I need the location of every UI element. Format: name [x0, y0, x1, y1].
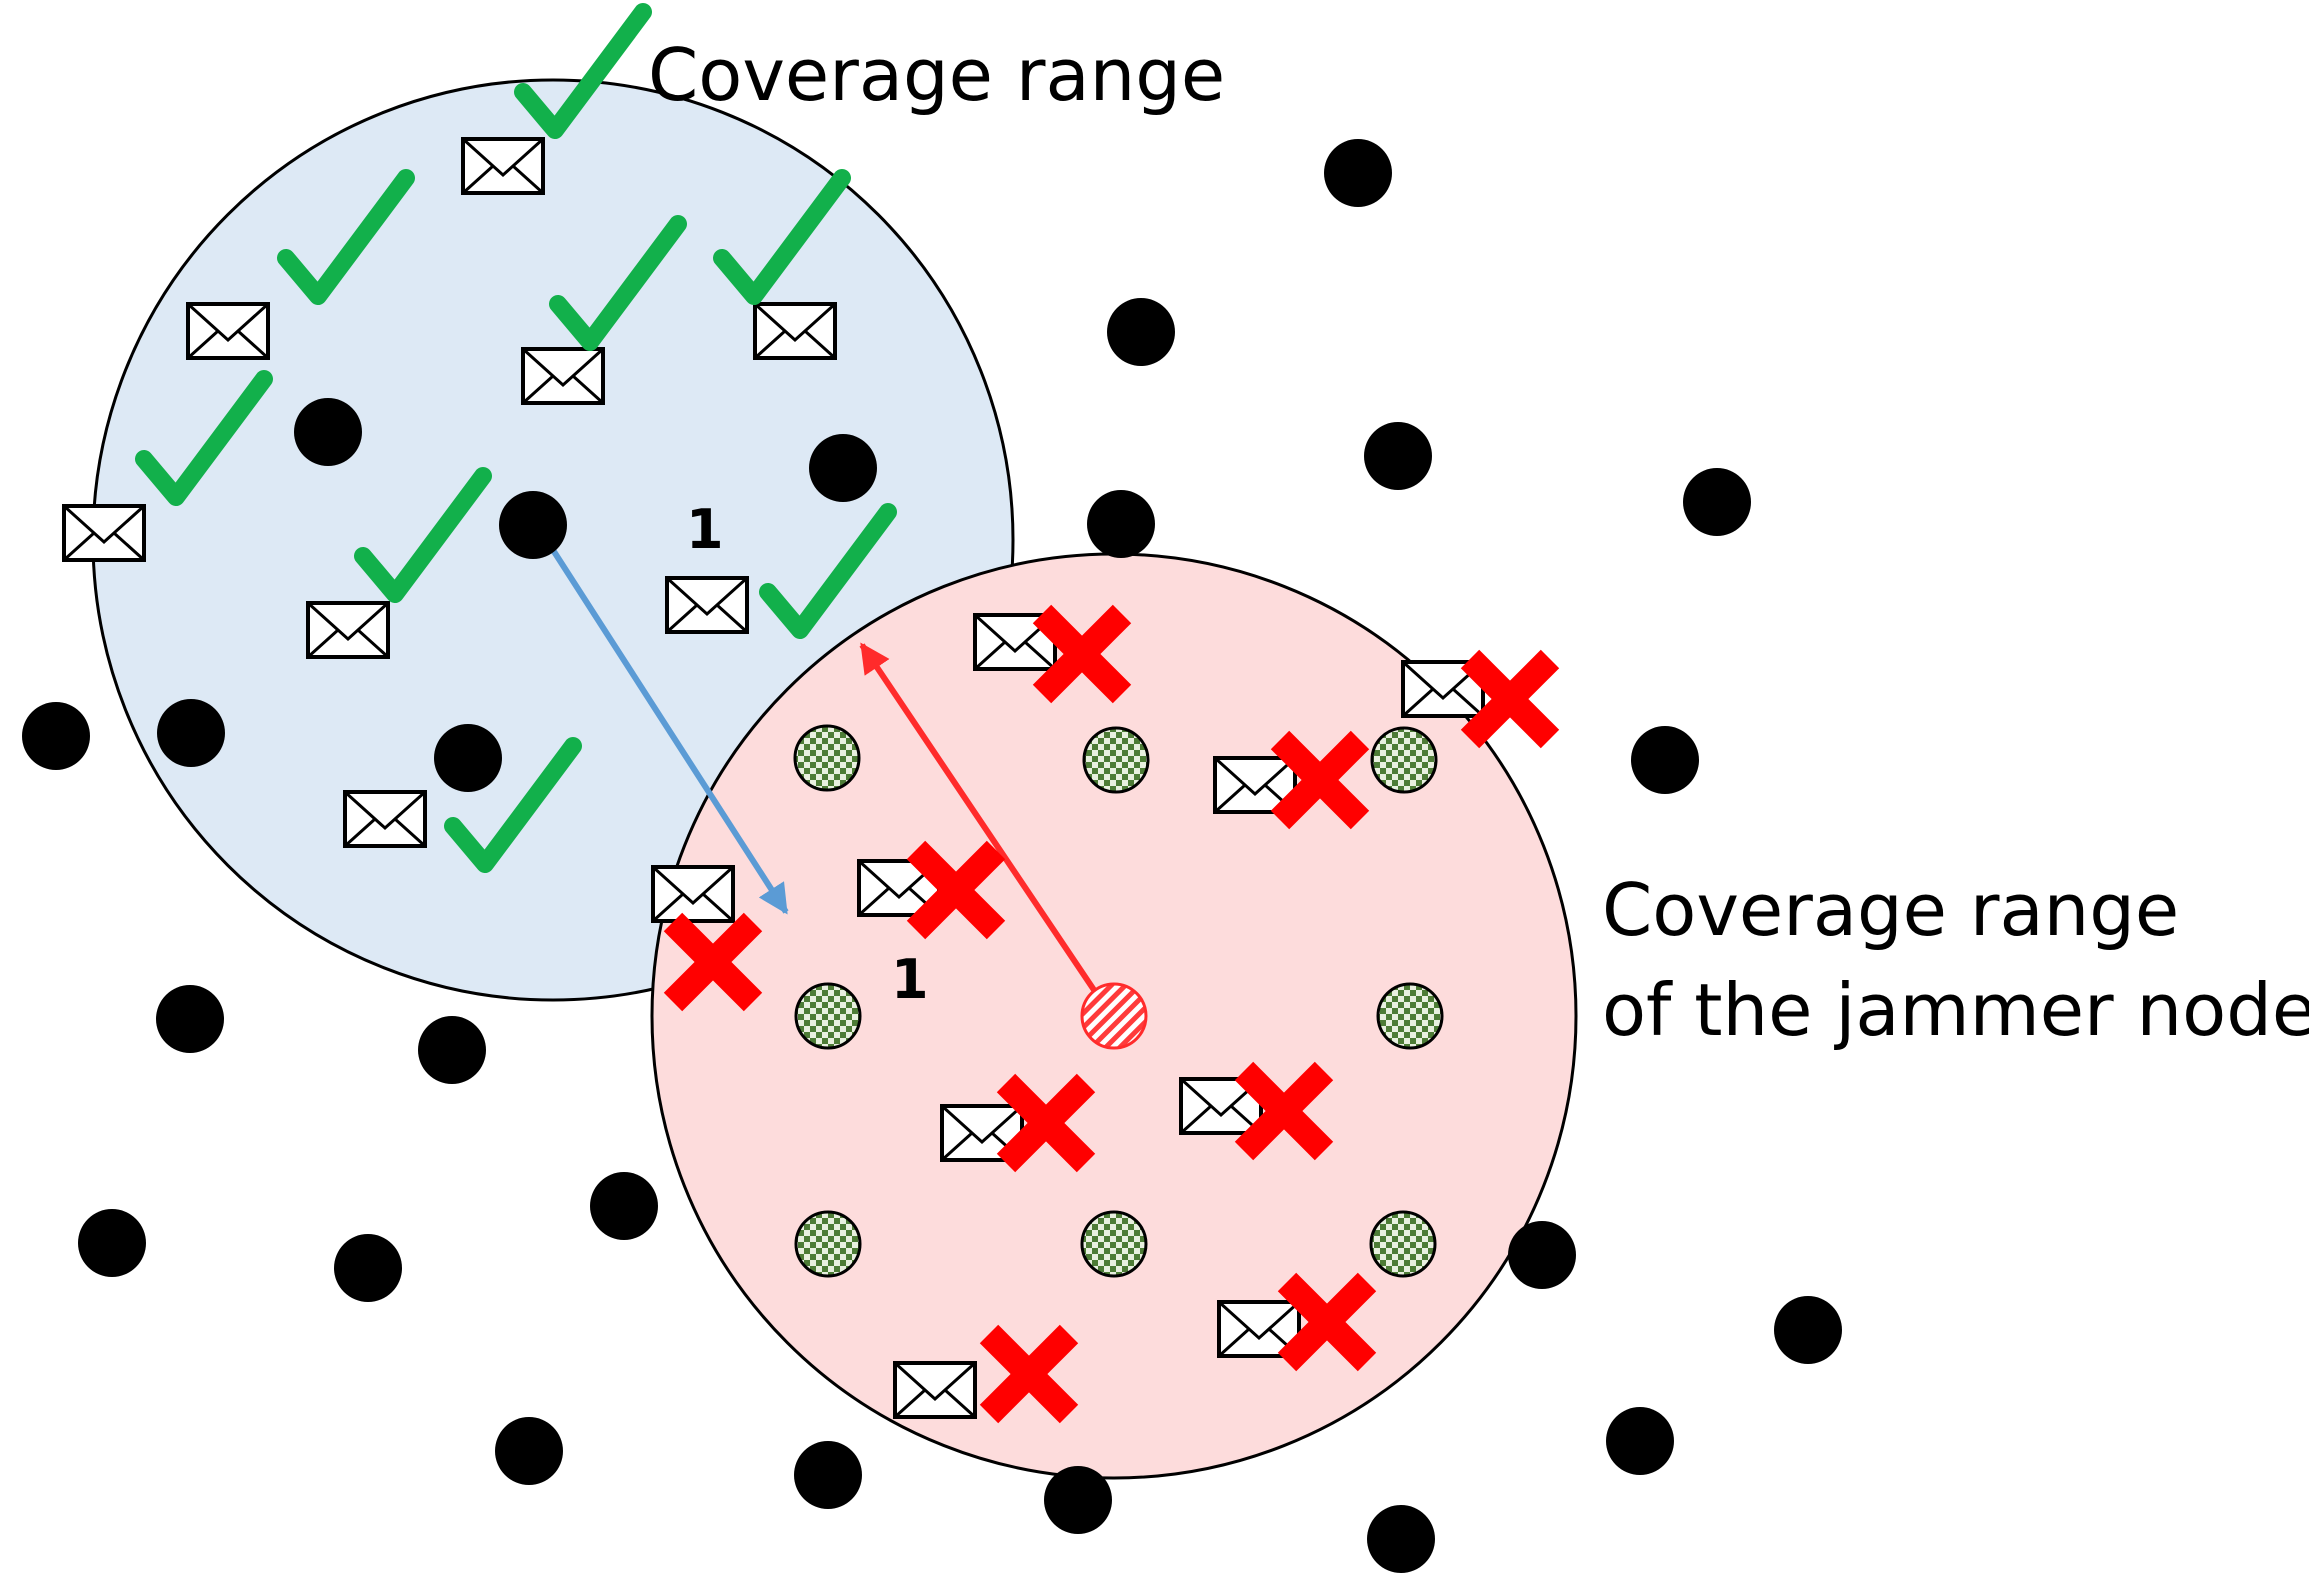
envelope-icon [753, 302, 837, 360]
envelope-icon [343, 790, 427, 848]
node [1107, 298, 1175, 366]
node [794, 1441, 862, 1509]
check-icon [549, 215, 687, 351]
envelope-icon [651, 865, 735, 923]
node [1367, 1505, 1435, 1573]
cross-icon [663, 912, 763, 1012]
node [809, 434, 877, 502]
node [1508, 1221, 1576, 1289]
node [156, 985, 224, 1053]
node [78, 1209, 146, 1277]
relay-node [1376, 982, 1444, 1050]
node [1631, 726, 1699, 794]
sender-coverage-label: Coverage range [648, 33, 1225, 117]
relay-node [793, 724, 861, 792]
envelope-icon [62, 504, 146, 562]
jammer-coverage-label-line2: of the jammer node [1602, 968, 2309, 1052]
cross-icon [1234, 1061, 1334, 1161]
jammer-coverage-label-line1: Coverage range [1602, 868, 2179, 952]
jam-arrow [859, 642, 1097, 992]
cross-icon [906, 840, 1006, 940]
forward-arrow [550, 548, 789, 915]
check-icon [444, 737, 582, 873]
node [1774, 1296, 1842, 1364]
jammer-node [1080, 982, 1148, 1050]
hop-label-lower: 1 [891, 948, 929, 1011]
relay-node [794, 1210, 862, 1278]
hop-label-upper: 1 [686, 498, 724, 561]
node [157, 699, 225, 767]
relay-node [1082, 726, 1150, 794]
node [294, 398, 362, 466]
envelope-icon [665, 576, 749, 634]
envelope-icon [186, 302, 270, 360]
node [1044, 1466, 1112, 1534]
node [1324, 139, 1392, 207]
node [334, 1234, 402, 1302]
check-icon [759, 503, 897, 639]
node [22, 702, 90, 770]
cross-icon [1270, 730, 1370, 830]
envelope-icon [461, 137, 545, 195]
relay-node [794, 982, 862, 1050]
check-icon [713, 169, 851, 305]
check-icon [354, 467, 492, 603]
node [499, 491, 567, 559]
cross-icon [1032, 604, 1132, 704]
check-icon [135, 370, 273, 506]
cross-icon [979, 1324, 1079, 1424]
cross-icon [1460, 649, 1560, 749]
marks-layer [135, 3, 1560, 1424]
check-icon [514, 3, 652, 139]
check-icon [277, 169, 415, 305]
nodes-layer [22, 139, 1842, 1573]
node [1087, 490, 1155, 558]
relay-node [1370, 726, 1438, 794]
node [590, 1172, 658, 1240]
envelope-icon [893, 1361, 977, 1419]
node [418, 1016, 486, 1084]
node [1364, 422, 1432, 490]
envelope-icon [521, 347, 605, 405]
envelope-icon [1217, 1300, 1301, 1358]
relay-node [1080, 1210, 1148, 1278]
relay-nodes-layer [793, 724, 1444, 1278]
cross-icon [996, 1073, 1096, 1173]
node [1606, 1407, 1674, 1475]
relay-node [1369, 1210, 1437, 1278]
node [495, 1417, 563, 1485]
node [434, 724, 502, 792]
envelope-icon [306, 601, 390, 659]
cross-icon [1277, 1272, 1377, 1372]
node [1683, 468, 1751, 536]
